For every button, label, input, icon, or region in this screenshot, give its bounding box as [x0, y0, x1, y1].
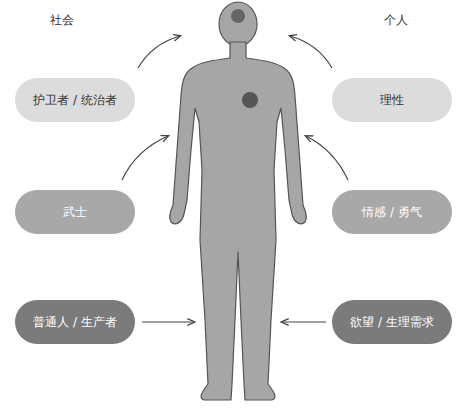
pointer-arrow: [282, 321, 326, 322]
column-heading: 个人: [384, 12, 408, 29]
figure-head: [219, 2, 257, 46]
pill-label: 护卫者 / 统治者: [33, 93, 117, 107]
chest-dot: [242, 92, 258, 108]
role-pill: 护卫者 / 统治者: [15, 78, 135, 122]
head-dot: [231, 9, 245, 23]
pill-label: 理性: [380, 93, 404, 107]
role-pill: 武士: [15, 190, 135, 234]
pill-label: 情感 / 勇气: [362, 205, 422, 219]
role-pill: 欲望 / 生理需求: [332, 300, 452, 344]
pointer-arrows: [122, 36, 348, 322]
pointer-arrow: [142, 321, 194, 322]
pill-label: 武士: [63, 205, 87, 219]
role-pill: 理性: [332, 78, 452, 122]
role-pill: 普通人 / 生产者: [15, 300, 135, 344]
role-pill: 情感 / 勇气: [332, 190, 452, 234]
pointer-arrow: [138, 36, 180, 68]
column-heading: 社会: [50, 12, 74, 29]
figure-body: [170, 42, 307, 400]
pill-label: 欲望 / 生理需求: [350, 315, 434, 329]
pointer-arrow: [122, 136, 168, 180]
human-figure: [170, 2, 307, 400]
pointer-arrow: [290, 36, 332, 68]
pill-label: 普通人 / 生产者: [33, 315, 117, 329]
pointer-arrow: [306, 136, 348, 180]
